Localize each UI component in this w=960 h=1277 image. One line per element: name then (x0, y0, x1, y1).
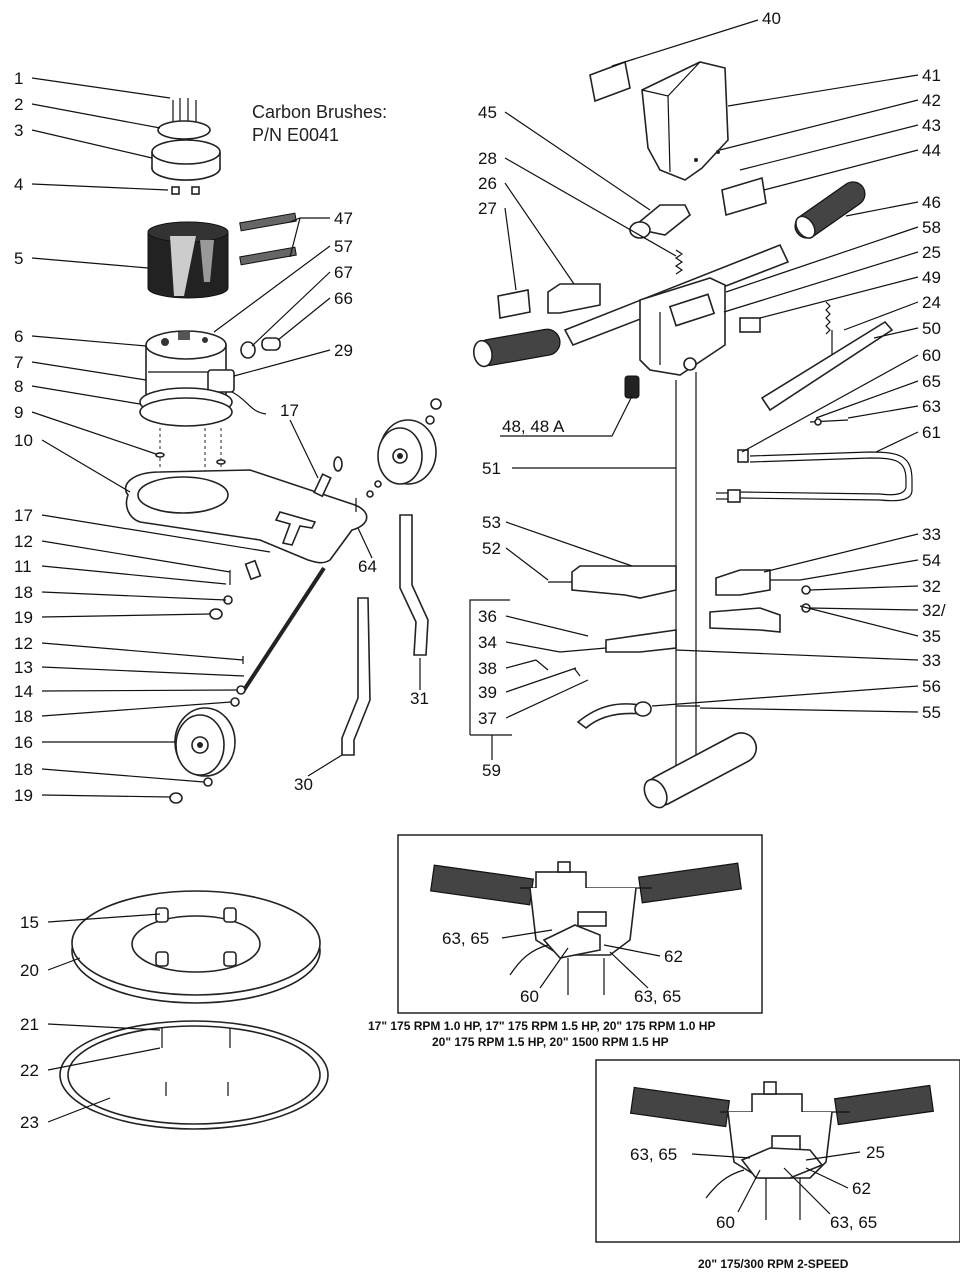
callout-27: 27 (478, 199, 497, 218)
callout-63: 63 (922, 397, 941, 416)
callout-18c: 18 (14, 760, 33, 779)
callout-61: 61 (922, 423, 941, 442)
handle-assembly (469, 60, 913, 809)
inset-1-caption-line2: 20" 175 RPM 1.5 HP, 20" 1500 RPM 1.5 HP (432, 1035, 669, 1049)
callout-2: 2 (14, 95, 23, 114)
callout-labels: 1 2 3 4 5 6 7 8 9 10 17 12 11 18 19 12 1… (14, 9, 946, 1232)
callout-33b: 33 (922, 651, 941, 670)
callout-25: 25 (922, 243, 941, 262)
callout-52: 52 (482, 539, 501, 558)
callout-24: 24 (922, 293, 941, 312)
callout-32a: 32/ (922, 601, 946, 620)
inset-2-callout-63-65-a: 63, 65 (630, 1145, 677, 1164)
inset-1-callout-63-65-a: 63, 65 (442, 929, 489, 948)
callout-49: 49 (922, 268, 941, 287)
callout-19b: 19 (14, 786, 33, 805)
callout-20: 20 (20, 961, 39, 980)
callout-16: 16 (14, 733, 33, 752)
motor-assembly (124, 98, 442, 804)
callout-3: 3 (14, 121, 23, 140)
callout-7: 7 (14, 353, 23, 372)
inset-1-caption-line1: 17" 175 RPM 1.0 HP, 17" 175 RPM 1.5 HP, … (368, 1019, 715, 1033)
inset-1-callout-60: 60 (520, 987, 539, 1006)
callout-29: 29 (334, 341, 353, 360)
callout-14: 14 (14, 682, 33, 701)
callout-34: 34 (478, 633, 497, 652)
callout-17a: 17 (14, 506, 33, 525)
callout-39: 39 (478, 683, 497, 702)
callout-38: 38 (478, 659, 497, 678)
callout-10: 10 (14, 431, 33, 450)
callout-66: 66 (334, 289, 353, 308)
callout-56: 56 (922, 677, 941, 696)
callout-57: 57 (334, 237, 353, 256)
leader-lines (31, 19, 919, 1215)
callout-31: 31 (410, 689, 429, 708)
callout-35: 35 (922, 627, 941, 646)
callout-18a: 18 (14, 583, 33, 602)
callout-50: 50 (922, 319, 941, 338)
callout-12a: 12 (14, 532, 33, 551)
callout-47: 47 (334, 209, 353, 228)
callout-4: 4 (14, 175, 23, 194)
callout-37: 37 (478, 709, 497, 728)
callout-32: 32 (922, 577, 941, 596)
inset-2-callout-63-65-b: 63, 65 (830, 1213, 877, 1232)
callout-15: 15 (20, 913, 39, 932)
callout-5: 5 (14, 249, 23, 268)
callout-40: 40 (762, 9, 781, 28)
callout-9: 9 (14, 403, 23, 422)
inset-1 (397, 834, 763, 1014)
callout-36: 36 (478, 607, 497, 626)
inset-1-callout-62: 62 (664, 947, 683, 966)
callout-8: 8 (14, 377, 23, 396)
callout-43: 43 (922, 116, 941, 135)
callout-64: 64 (358, 557, 377, 576)
callout-1: 1 (14, 69, 23, 88)
callout-48: 48, 48 A (502, 417, 565, 436)
inset-2-callout-25: 25 (866, 1143, 885, 1162)
inset-1-callout-63-65-b: 63, 65 (634, 987, 681, 1006)
callout-53: 53 (482, 513, 501, 532)
callout-44: 44 (922, 141, 941, 160)
callout-6: 6 (14, 327, 23, 346)
callout-65: 65 (922, 372, 941, 391)
callout-21: 21 (20, 1015, 39, 1034)
carbon-brush-note-line1: Carbon Brushes: (252, 102, 387, 122)
inset-2-caption: 20" 175/300 RPM 2-SPEED (698, 1257, 849, 1271)
carbon-brush-note-line2: P/N E0041 (252, 125, 339, 145)
callout-12b: 12 (14, 634, 33, 653)
callout-51: 51 (482, 459, 501, 478)
callout-41: 41 (922, 66, 941, 85)
callout-42: 42 (922, 91, 941, 110)
callout-23: 23 (20, 1113, 39, 1132)
callout-45: 45 (478, 103, 497, 122)
callout-13: 13 (14, 658, 33, 677)
callout-67: 67 (334, 263, 353, 282)
callout-18b: 18 (14, 707, 33, 726)
callout-19a: 19 (14, 608, 33, 627)
callout-33a: 33 (922, 525, 941, 544)
callout-22: 22 (20, 1061, 39, 1080)
callout-58: 58 (922, 218, 941, 237)
callout-59: 59 (482, 761, 501, 780)
inset-2-callout-60: 60 (716, 1213, 735, 1232)
callout-26: 26 (478, 174, 497, 193)
callout-46: 46 (922, 193, 941, 212)
callout-28: 28 (478, 149, 497, 168)
callout-55: 55 (922, 703, 941, 722)
callout-30: 30 (294, 775, 313, 794)
callout-54: 54 (922, 551, 941, 570)
pad-driver-assembly (59, 890, 329, 1130)
inset-2-callout-62: 62 (852, 1179, 871, 1198)
callout-17b: 17 (280, 401, 299, 420)
callout-11: 11 (14, 557, 32, 576)
callout-60: 60 (922, 346, 941, 365)
